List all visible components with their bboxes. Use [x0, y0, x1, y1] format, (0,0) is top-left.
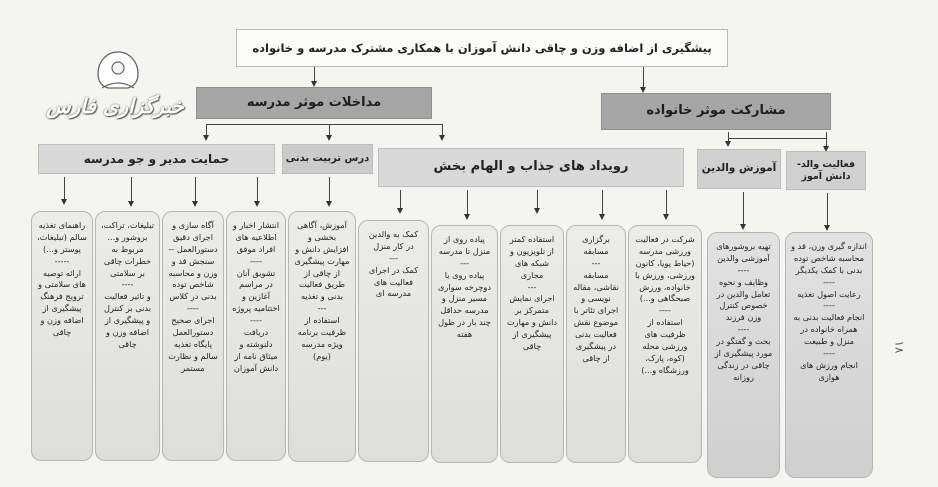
arrow: [61, 199, 67, 205]
arrow: [640, 87, 646, 93]
connector: [64, 177, 65, 201]
connector: [442, 124, 443, 138]
connector: [826, 132, 827, 149]
arrow: [397, 208, 403, 214]
arrow: [326, 201, 332, 207]
arrow: [534, 208, 540, 214]
column-competitions: برگزاری مسابقه --- مسابقه نقاشی، مقاله ن…: [566, 225, 626, 463]
arrow: [311, 81, 317, 87]
arrow: [824, 225, 830, 231]
column-healthy-nutrition-guide: راهنمای تغذیه سالم (تبلیغات، پوستر و...)…: [31, 211, 93, 461]
column-guideline-awareness: آگاه سازی و اجرای دقیق دستورالعمل -- سنج…: [162, 211, 224, 461]
arrow: [464, 214, 470, 220]
column-news-of-successful-people: انتشار اخبار و اطلاعیه های افراد موفق --…: [226, 211, 286, 461]
connector: [743, 192, 744, 226]
arrow: [254, 201, 260, 207]
arrow: [823, 146, 829, 152]
category-manager-support: حمایت مدیر و جو مدرسه: [38, 144, 275, 174]
logo-emblem-icon: [97, 51, 139, 89]
family-branch-header: مشارکت موثر خانواده: [601, 93, 831, 130]
connector: [206, 124, 207, 138]
column-parent-student-activity: اندازه گیری وزن، قد و محاسبه شاخص توده ب…: [785, 232, 873, 478]
connector: [329, 177, 330, 203]
arrow: [128, 201, 134, 207]
column-helping-parents: کمک به والدین در کار منزل --- کمک در اجر…: [358, 220, 429, 462]
column-physical-education-content: آموزش، آگاهی بخشی و افزایش دانش و مهارت …: [288, 211, 356, 462]
connector: [467, 190, 468, 216]
connector: [728, 138, 826, 139]
news-agency-logo: خبرگزاری فارس: [40, 48, 190, 138]
connector: [195, 177, 196, 203]
column-less-screen-time: استفاده کمتر از تلویزیون و شبکه های مجاز…: [500, 225, 564, 463]
connector: [131, 177, 132, 203]
arrow: [326, 135, 332, 141]
column-advertising-brochures: تبلیغات، تراکت، بروشور و... مربوط به خطر…: [95, 211, 160, 461]
connector: [602, 190, 603, 216]
connector: [329, 124, 330, 138]
category-physical-education: درس تربیت بدنی: [282, 144, 373, 174]
connector: [666, 190, 667, 216]
column-school-sports-participation: شرکت در فعالیت ورزشی مدرسه (حیاط پویا، ک…: [628, 225, 702, 463]
logo-text: خبرگزاری فارس: [46, 94, 184, 118]
connector: [827, 193, 828, 227]
column-parent-training: تهیه بروشورهای آموزشی والدین ---- وظایف …: [707, 232, 780, 478]
column-walking-to-school: پیاده روی از منزل تا مدرسه --- پیاده روی…: [431, 225, 498, 463]
connector: [643, 67, 644, 89]
school-branch-header: مداخلات موثر مدرسه: [196, 87, 432, 119]
connector: [314, 67, 315, 84]
connector: [257, 177, 258, 203]
arrow: [203, 135, 209, 141]
arrow: [599, 214, 605, 220]
category-parent-student-activity: فعالیت والد-دانش آموز: [786, 151, 866, 190]
arrow: [663, 214, 669, 220]
main-title: پیشگیری از اضافه وزن و چاقی دانش آموزان …: [236, 29, 728, 67]
connector: [206, 124, 442, 125]
connector: [400, 190, 401, 210]
arrow: [192, 201, 198, 207]
category-parent-training: آموزش والدین: [697, 149, 781, 189]
arrow: [725, 141, 731, 147]
arrow: [740, 224, 746, 230]
page-number: ۱۸: [892, 340, 907, 354]
connector: [537, 190, 538, 210]
category-events: رویداد های جذاب و الهام بخش: [378, 148, 684, 187]
arrow: [439, 135, 445, 141]
